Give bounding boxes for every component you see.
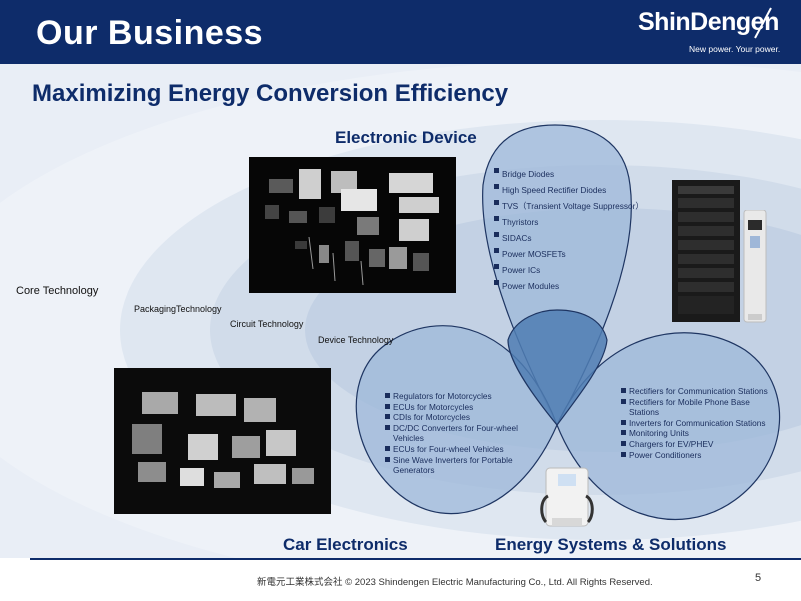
list-item: ECUs for Four-wheel Vehicles (385, 444, 533, 455)
list-item: ECUs for Motorcycles (385, 402, 533, 413)
footer-copyright: 新電元工業株式会社 © 2023 Shindengen Electric Man… (257, 577, 653, 588)
section-title-electronic-device: Electronic Device (335, 128, 477, 147)
company-logo: ShinDengen New power. Your power. (628, 4, 798, 60)
list-item: Power Modules (494, 278, 644, 294)
list-item: Monitoring Units (621, 428, 771, 439)
label-core-technology: Core Technology (16, 285, 99, 297)
petal-energy-systems (556, 332, 781, 520)
petal-overlap-center (507, 309, 608, 426)
list-item: Power MOSFETs (494, 246, 644, 262)
label-circuit-technology: Circuit Technology (230, 319, 304, 329)
ev-charging-station-illustration (540, 467, 594, 527)
list-item: Chargers for EV/PHEV (621, 439, 771, 450)
list-item: Regulators for Motorcycles (385, 391, 533, 402)
list-item: DC/DC Converters for Four-wheel Vehicles (385, 423, 533, 444)
car-electronics-photo (114, 368, 331, 514)
petal-car-electronics (355, 325, 558, 515)
slide-subtitle: Maximizing Energy Conversion Efficiency (32, 80, 509, 107)
list-item: Bridge Diodes (494, 166, 644, 182)
logo-tagline: New power. Your power. (689, 44, 781, 54)
footer-divider (30, 558, 801, 560)
list-item: Power Conditioners (621, 450, 771, 461)
car-electronics-list: Regulators for Motorcycles ECUs for Moto… (385, 391, 533, 476)
electronic-device-list: Bridge Diodes High Speed Rectifier Diode… (494, 166, 644, 294)
list-item: Rectifiers for Mobile Phone Base Station… (621, 397, 771, 418)
list-item: High Speed Rectifier Diodes (494, 182, 644, 198)
energy-systems-list: Rectifiers for Communication Stations Re… (621, 386, 771, 460)
list-item: CDIs for Motorcycles (385, 412, 533, 423)
list-item: Inverters for Communication Stations (621, 418, 771, 429)
logo-brand-text: ShinDengen (638, 8, 779, 36)
petal-electronic-device (482, 124, 632, 427)
ev-charger-kiosk-illustration (743, 210, 767, 323)
section-title-car-electronics: Car Electronics (283, 535, 408, 554)
server-rack-illustration (672, 180, 740, 322)
list-item: SIDACs (494, 230, 644, 246)
label-device-technology: Device Technology (318, 335, 394, 345)
header-bar: Our Business ShinDengen New power. Your … (0, 0, 801, 64)
electronic-device-photo (249, 157, 456, 293)
list-item: Rectifiers for Communication Stations (621, 386, 771, 397)
label-packaging-technology: PackagingTechnology (134, 304, 222, 314)
section-title-energy-systems: Energy Systems & Solutions (495, 535, 727, 554)
list-item: Power ICs (494, 262, 644, 278)
slide-title: Our Business (36, 14, 264, 52)
technology-diagram (0, 64, 801, 558)
list-item: Thyristors (494, 214, 644, 230)
page-number: 5 (755, 572, 762, 584)
list-item: Sine Wave Inverters for Portable Generat… (385, 455, 533, 476)
list-item: TVS（Transient Voltage Suppressor） (494, 198, 644, 214)
